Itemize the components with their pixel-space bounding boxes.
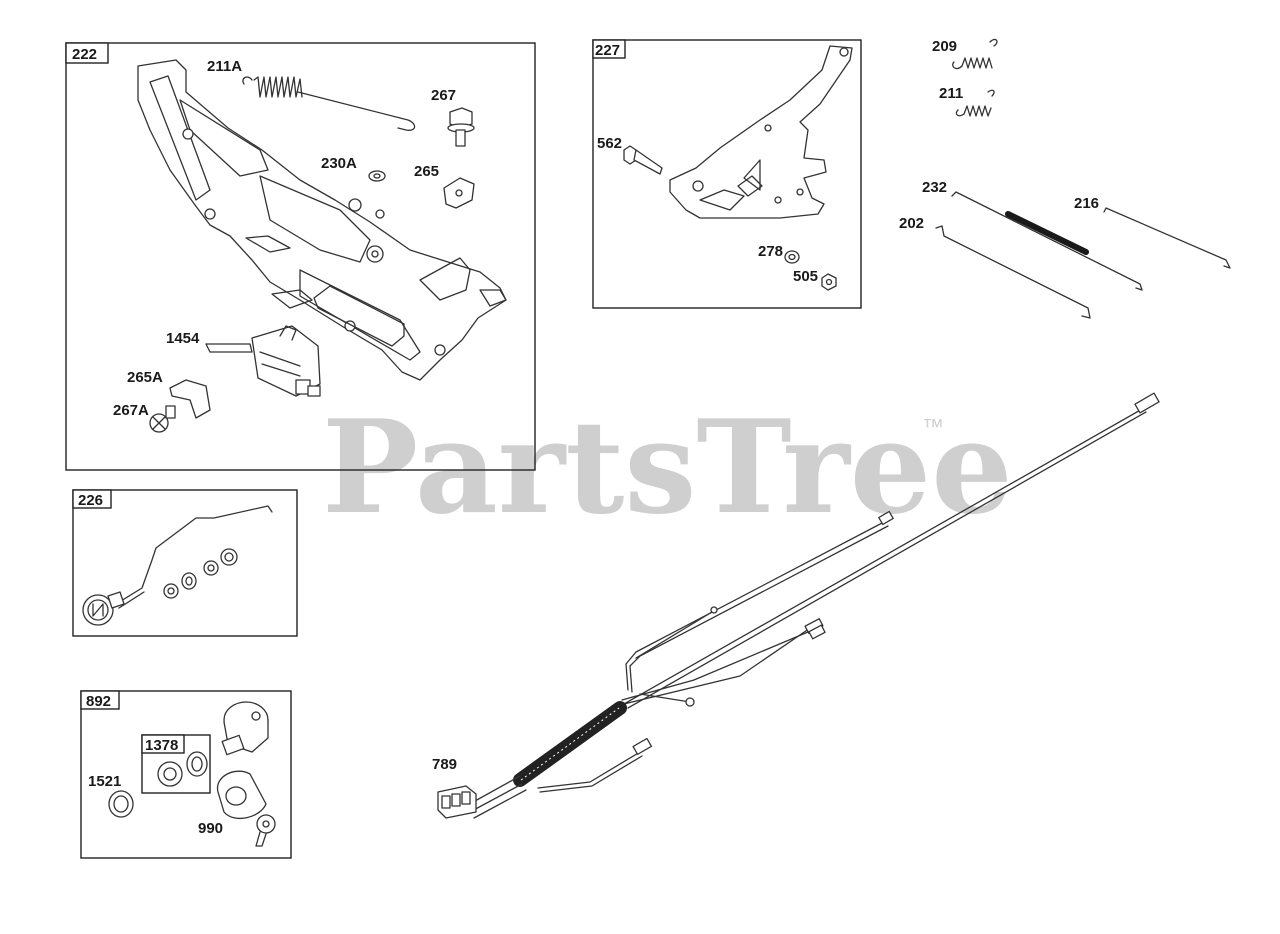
spring-211A (242, 76, 416, 131)
frame-226 (72, 489, 298, 637)
rod-202 (935, 225, 1091, 319)
bolt-562 (623, 145, 663, 175)
ignition-switch (221, 701, 269, 756)
tag-226-label[interactable]: 226 (78, 492, 103, 509)
frame-222 (65, 42, 536, 471)
frame-227 (592, 39, 862, 309)
callout-209[interactable]: 209 (932, 38, 957, 55)
key-990 (217, 770, 276, 847)
tag-227-label[interactable]: 227 (595, 42, 620, 59)
group-227: 227 562 278 505 (592, 39, 862, 309)
switch-1454 (205, 325, 321, 397)
callout-562[interactable]: 562 (597, 135, 622, 152)
group-892: 892 1378 1521 990 (80, 690, 292, 859)
callout-789[interactable]: 789 (432, 756, 457, 773)
callout-265A[interactable]: 265A (127, 369, 163, 386)
tag-892 (80, 690, 120, 710)
callout-230A[interactable]: 230A (321, 155, 357, 172)
tag-227 (592, 39, 626, 59)
callout-232[interactable]: 232 (922, 179, 947, 196)
rod-232 (951, 191, 1143, 291)
callout-1521[interactable]: 1521 (88, 773, 121, 790)
throttle-lever (669, 45, 853, 219)
group-226: 226 (72, 489, 298, 637)
callout-265[interactable]: 265 (414, 163, 439, 180)
callout-216[interactable]: 216 (1074, 195, 1099, 212)
tag-1378-label[interactable]: 1378 (145, 737, 178, 754)
choke-knob (82, 591, 125, 626)
callout-211A[interactable]: 211A (207, 58, 242, 75)
callout-990[interactable]: 990 (198, 820, 223, 837)
callout-1454[interactable]: 1454 (166, 330, 200, 347)
tag-1378 (141, 734, 185, 754)
callout-267[interactable]: 267 (431, 87, 456, 104)
watermark-trademark: ™ (922, 414, 944, 439)
harness-plug (437, 785, 477, 819)
callout-505[interactable]: 505 (793, 268, 818, 285)
callout-211[interactable]: 211 (939, 85, 963, 102)
tag-226 (72, 489, 112, 509)
spring-211 (955, 89, 995, 117)
spring-209 (952, 38, 998, 70)
ignition-bezel-1521 (108, 790, 134, 818)
clip-265A (169, 379, 211, 419)
watermark-text: PartsTree (322, 393, 1013, 543)
ignition-nut-1378 (157, 751, 208, 787)
tag-222-label[interactable]: 222 (72, 46, 97, 63)
callout-267A[interactable]: 267A (113, 402, 149, 419)
group-222: 222 (65, 42, 536, 471)
screw-267A (149, 405, 176, 433)
rod-216 (1103, 207, 1231, 269)
wiring-harness-789: 789 (432, 392, 1160, 819)
screw-267 (447, 107, 475, 147)
tag-222 (65, 42, 109, 64)
callout-278[interactable]: 278 (758, 243, 783, 260)
frame-892 (80, 690, 292, 859)
control-bracket (137, 59, 507, 381)
tag-892-label[interactable]: 892 (86, 693, 111, 710)
callout-202[interactable]: 202 (899, 215, 924, 232)
choke-rod (115, 505, 273, 609)
